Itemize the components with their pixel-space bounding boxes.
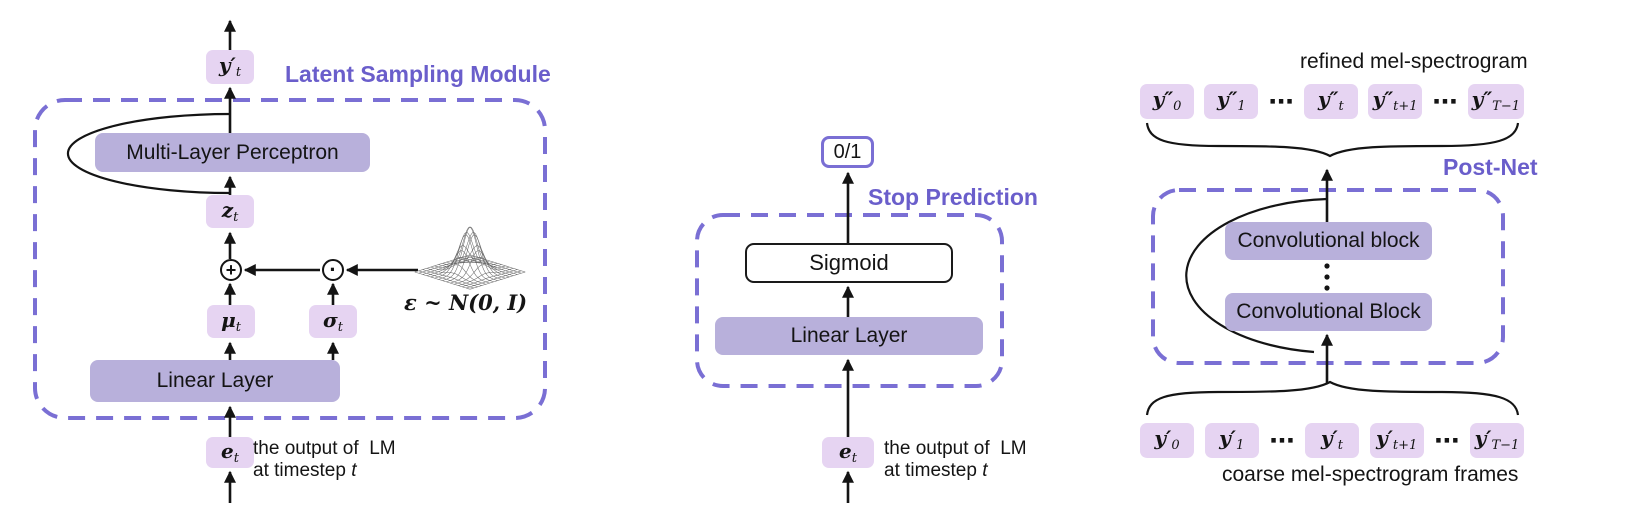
input-et-box-2: et [822, 437, 874, 468]
mu-box: μt [207, 305, 255, 338]
output-frame-box: y′t [206, 50, 254, 84]
linear-layer-block: Linear Layer [90, 360, 340, 402]
latent-sampling-title: Latent Sampling Module [285, 61, 551, 87]
frame-box: y″0 [1140, 83, 1194, 119]
ellipsis: ⋯ [1269, 425, 1295, 455]
timestep-var: t [351, 460, 357, 481]
frame-box: y′t [1304, 422, 1359, 458]
latent-zt-box: zt [206, 195, 254, 228]
frame-box: y″t+1 [1368, 83, 1423, 119]
coarse-caption: coarse mel-spectrogram frames [1222, 463, 1519, 486]
noise-distribution-label: ε ~ N(0, I) [404, 290, 528, 315]
ellipsis: ⋯ [1432, 86, 1458, 116]
frame-box: y″t [1303, 83, 1358, 119]
stop-prediction-title: Stop Prediction [868, 184, 1038, 210]
conv-block-top: Convolutional block [1225, 222, 1432, 260]
ellipsis: ⋯ [1268, 86, 1294, 116]
frame-box: y′1 [1204, 422, 1259, 458]
refined-frames-row: y″0 y″1 ⋯ y″t y″t+1 ⋯ y″T−1 [1140, 83, 1524, 119]
sigma-box: σt [309, 305, 357, 338]
latent-sampling-boundary [33, 98, 547, 420]
sigmoid-block: Sigmoid [745, 243, 953, 283]
input-et-box: et [206, 437, 254, 468]
timestep-var-2: t [982, 460, 988, 481]
add-operator-icon: + [220, 259, 242, 281]
frame-box: y′T−1 [1469, 422, 1524, 458]
refined-frames-brace [1145, 122, 1520, 158]
input-caption: the output of LM at timestep t [253, 438, 396, 481]
stop-prediction-boundary [695, 213, 1004, 388]
frame-box: y″1 [1204, 83, 1259, 119]
stop-flag-box: 0/1 [821, 136, 874, 168]
frame-box: y″T−1 [1467, 83, 1524, 119]
mlp-block: Multi-Layer Perceptron [95, 133, 370, 172]
conv-block-bottom: Convolutional Block [1225, 293, 1432, 331]
multiply-operator-icon: · [322, 259, 344, 281]
ellipsis: ⋯ [1434, 425, 1460, 455]
frame-box: y′t+1 [1369, 422, 1424, 458]
vertical-dots [1324, 263, 1330, 291]
frame-box: y′0 [1140, 422, 1194, 458]
mlp-skip-connection [66, 112, 231, 195]
coarse-frames-brace [1145, 380, 1520, 416]
coarse-frames-row: y′0 y′1 ⋯ y′t y′t+1 ⋯ y′T−1 [1140, 422, 1524, 458]
post-net-title: Post-Net [1443, 154, 1538, 180]
refined-caption: refined mel-spectrogram [1300, 50, 1528, 73]
linear-layer-block-2: Linear Layer [715, 317, 983, 355]
gaussian-noise-icon [414, 226, 526, 290]
input-caption-2: the output of LM at timestep t [884, 438, 1027, 481]
postnet-skip-connection [1185, 197, 1328, 354]
